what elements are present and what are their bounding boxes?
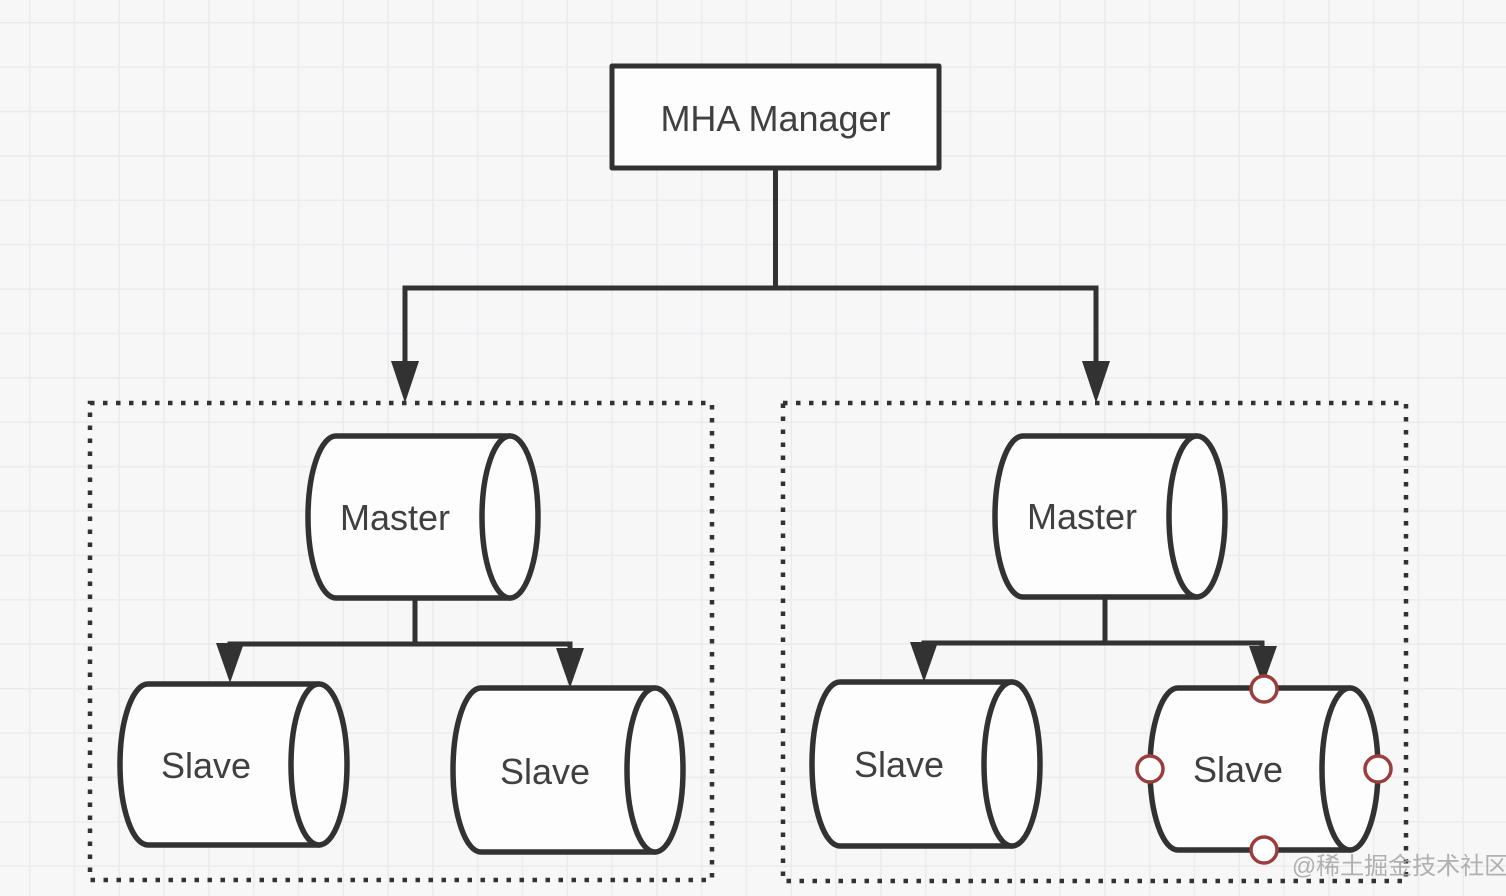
replication-group-1-border[interactable] xyxy=(87,400,715,883)
group-1-master-node[interactable]: Master xyxy=(305,433,541,601)
group-1-master-cylinder-cap xyxy=(479,433,541,601)
arrowhead-group-2-slave-2[interactable] xyxy=(1249,646,1277,685)
group-2-master-node[interactable]: Master xyxy=(992,433,1228,600)
connection-handle-left[interactable] xyxy=(1135,754,1165,784)
group-2-master-label: Master xyxy=(1027,496,1137,537)
arrowhead-group-1-slave-1[interactable] xyxy=(216,643,244,683)
group-1-slave-1-cylinder-cap xyxy=(288,681,350,848)
group-1-slave-1-cylinder-body[interactable] xyxy=(117,681,322,848)
group-2-master-cylinder-body[interactable] xyxy=(992,433,1200,600)
group-1-master-label: Master xyxy=(340,497,450,538)
group-2-master-cylinder-cap xyxy=(1166,433,1228,600)
replication-group-2-border[interactable] xyxy=(780,400,1409,884)
group-2-slave-1-label: Slave xyxy=(854,744,944,785)
connector-group-1-master-to-slaves[interactable] xyxy=(216,598,584,688)
group-2-slave-1-cylinder-cap xyxy=(981,679,1043,849)
group-2-slave-2-label: Slave xyxy=(1193,749,1283,790)
group-1-slave-2-node[interactable]: Slave xyxy=(450,685,686,855)
group-1-slave-2-label: Slave xyxy=(500,751,590,792)
connector-manager-branch[interactable] xyxy=(402,285,1099,366)
group-1-master-cylinder-body[interactable] xyxy=(305,433,513,601)
watermark-text: @稀土掘金技术社区 xyxy=(1292,853,1506,880)
mha-manager-box[interactable] xyxy=(609,63,942,171)
mha-manager-label: MHA Manager xyxy=(660,98,890,139)
connector-group-2-master-to-slaves[interactable] xyxy=(910,597,1277,685)
connector-manager-to-groups[interactable] xyxy=(391,169,1110,403)
connection-handle-bottom[interactable] xyxy=(1249,835,1279,865)
group-2-slave-2-node[interactable]: Slave xyxy=(1135,674,1393,865)
connector-group-1-branch[interactable] xyxy=(227,641,573,655)
group-2-slave-1-cylinder-body[interactable] xyxy=(809,679,1015,849)
connector-group-2-branch[interactable] xyxy=(921,640,1265,653)
group-1-slave-2-cylinder-cap xyxy=(624,685,686,855)
arrowhead-group-1-slave-2[interactable] xyxy=(556,648,584,688)
group-2-slave-1-node[interactable]: Slave xyxy=(809,679,1043,849)
arrowhead-to-group-2[interactable] xyxy=(1082,361,1110,403)
group-1-slave-1-label: Slave xyxy=(161,745,251,786)
arrowhead-group-2-slave-1[interactable] xyxy=(910,642,938,682)
group-1-slave-2-cylinder-body[interactable] xyxy=(450,685,658,855)
connection-handle-top[interactable] xyxy=(1249,674,1279,704)
group-1-slave-1-node[interactable]: Slave xyxy=(117,681,350,848)
mha-manager-node[interactable]: MHA Manager xyxy=(609,63,942,171)
connection-handle-right[interactable] xyxy=(1363,754,1393,784)
arrowhead-to-group-1[interactable] xyxy=(391,361,419,403)
